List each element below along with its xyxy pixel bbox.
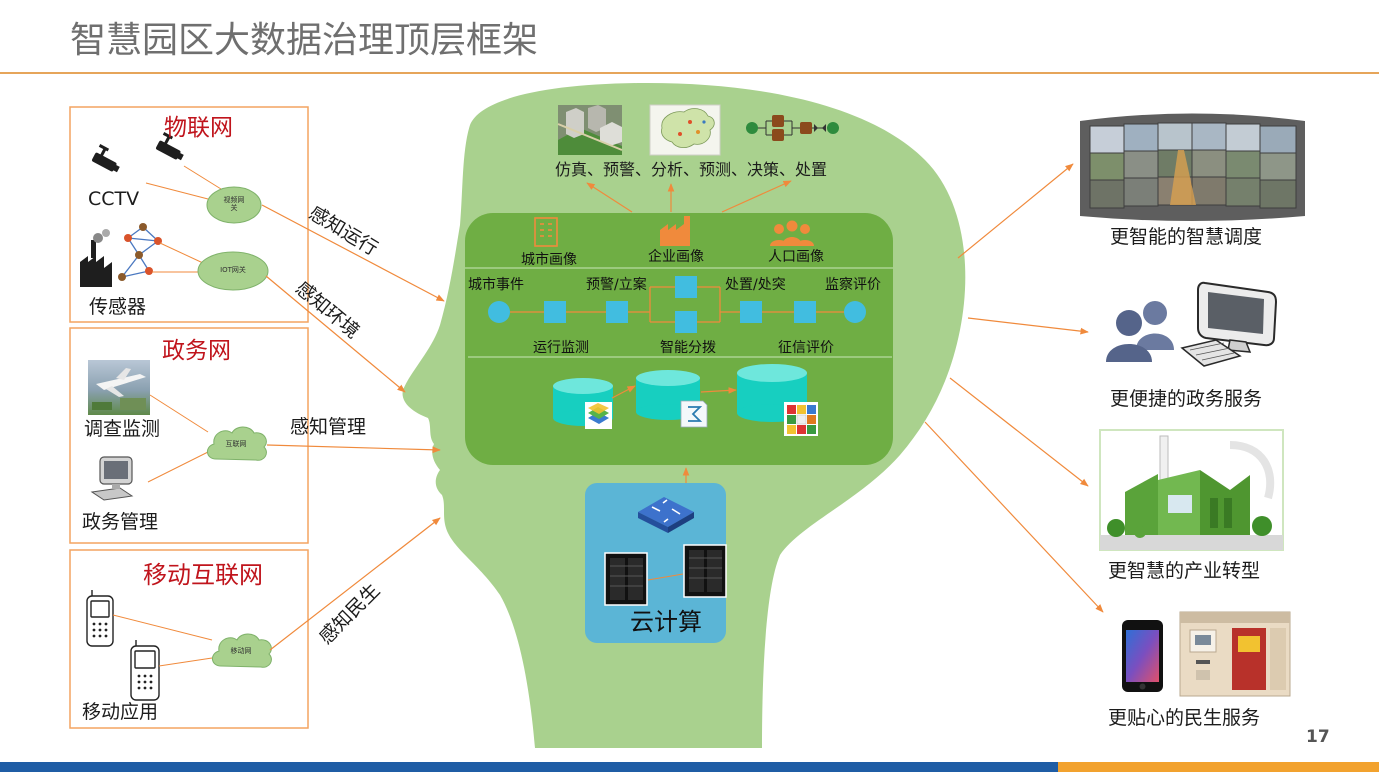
flow-start-node <box>488 301 510 323</box>
server-icon <box>683 544 727 598</box>
cloud-computing-label: 云计算 <box>630 608 702 636</box>
mobile-phone-icon <box>86 590 160 701</box>
industry-building-image <box>1099 429 1284 551</box>
layer-map-icon <box>585 402 612 429</box>
sense-management-label: 感知管理 <box>290 416 367 438</box>
survey-label: 调查监测 <box>84 418 161 440</box>
flow-label-supervision: 监察评价 <box>825 277 881 293</box>
iot-gateway-node <box>197 251 269 291</box>
gov-panel-title: 政务网 <box>162 338 231 364</box>
factory-icon <box>660 216 690 246</box>
footer-bar-blue <box>0 762 1058 772</box>
internet-cloud-node <box>207 426 267 461</box>
sensor-label: 传感器 <box>89 296 147 318</box>
smartphone-image <box>1122 620 1163 692</box>
server-link <box>647 573 684 581</box>
outcome-arrows <box>924 163 1104 613</box>
gov-service-people-icon <box>1106 301 1174 362</box>
city-portrait-label: 城市画像 <box>521 252 577 268</box>
outcome-industry: 更智慧的产业转型 <box>1108 560 1261 582</box>
rubiks-cube-icon <box>784 402 818 436</box>
page-number: 17 <box>1306 727 1330 747</box>
sense-arrows <box>261 204 445 651</box>
sensor-network-icon <box>118 223 162 281</box>
flow-node <box>794 301 816 323</box>
iot-panel-frame <box>69 106 309 323</box>
panel-connectors <box>112 165 222 667</box>
video-wall-image <box>1080 113 1305 221</box>
flow-node <box>740 301 762 323</box>
outcome-smart-dispatch: 更智能的智慧调度 <box>1110 226 1263 248</box>
router-icon <box>638 497 694 533</box>
flow-node <box>544 301 566 323</box>
cctv-label: CCTV <box>88 188 140 210</box>
title-underline <box>0 72 1379 74</box>
stage-label-credit: 征信评价 <box>778 340 834 356</box>
video-gateway-label: 视频网关 <box>223 196 245 213</box>
enterprise-portrait-label: 企业画像 <box>648 249 704 265</box>
flow-connectors <box>510 286 844 323</box>
server-icon <box>604 552 648 606</box>
caption-arrows <box>586 180 792 213</box>
outcome-gov-service: 更便捷的政务服务 <box>1110 388 1263 410</box>
computer-icon <box>90 456 134 501</box>
page-title: 智慧园区大数据治理顶层框架 <box>70 20 539 61</box>
flow-node <box>675 311 697 333</box>
population-portrait-label: 人口画像 <box>768 249 824 265</box>
gov-admin-label: 政务管理 <box>82 511 159 533</box>
flow-end-node <box>844 301 866 323</box>
building-icon <box>534 217 558 247</box>
mobile-panel-title: 移动互联网 <box>143 561 263 589</box>
mobile-apps-label: 移动应用 <box>82 701 159 723</box>
footer-bar-orange <box>1058 762 1379 772</box>
cctv-camera-icon <box>92 132 184 173</box>
mobile-cloud-node <box>212 633 272 668</box>
database-arrows <box>611 385 737 399</box>
video-gateway-node <box>206 186 262 224</box>
internet-cloud-label: 互联网 <box>225 440 247 448</box>
flow-label-city-event: 城市事件 <box>468 277 524 293</box>
flow-node <box>675 276 697 298</box>
stage-label-dispatch: 智能分拨 <box>660 340 716 356</box>
flow-label-alert: 预警/立案 <box>586 277 647 293</box>
process-diagram-image <box>746 115 839 141</box>
airplane-photo-icon <box>88 360 150 415</box>
flow-label-handling: 处置/处突 <box>725 277 786 293</box>
stage-label-monitoring: 运行监测 <box>533 340 589 356</box>
people-icon <box>770 220 814 246</box>
mobile-panel-frame <box>69 549 309 729</box>
factory-icon <box>80 229 112 287</box>
sigma-document-icon <box>680 400 708 428</box>
city-3d-image <box>557 105 623 155</box>
mobile-cloud-label: 移动网 <box>230 647 252 655</box>
brain-caption: 仿真、预警、分析、预测、决策、处置 <box>555 160 828 179</box>
iot-gateway-label: IOT网关 <box>220 266 246 274</box>
flow-node <box>606 301 628 323</box>
gov-panel-frame <box>69 327 309 544</box>
gov-service-computer-icon <box>1180 281 1278 367</box>
outcome-livelihood: 更贴心的民生服务 <box>1108 707 1261 729</box>
china-map-image <box>649 104 721 156</box>
service-kiosk-image <box>1179 611 1291 697</box>
iot-panel-title: 物联网 <box>164 115 233 141</box>
